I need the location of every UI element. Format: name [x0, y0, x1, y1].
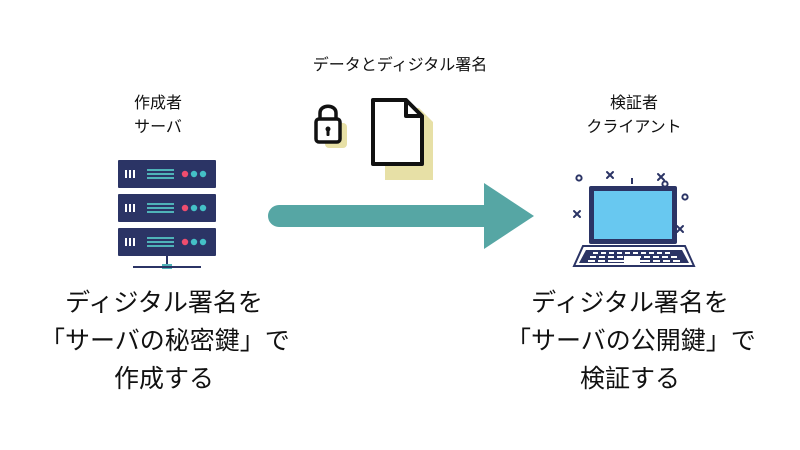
creator-name-label: サーバ — [134, 117, 182, 136]
document-icon — [371, 98, 433, 180]
verifier-description-line-2: 「サーバの公開鍵」で — [506, 326, 756, 355]
creator-description-line-2: 「サーバの秘密鍵」で — [40, 326, 290, 355]
verifier-description-line-3: 検証する — [579, 364, 680, 393]
laptop-icon — [572, 171, 696, 267]
creator-role-label: 作成者 — [133, 93, 182, 112]
lock-icon — [314, 104, 347, 148]
arrow-right-icon — [268, 183, 534, 249]
creator-description: ディジタル署名を 「サーバの秘密鍵」で 作成する — [40, 284, 290, 398]
data-signature-icon-group — [314, 98, 433, 180]
creator-description-line-1: ディジタル署名を — [65, 288, 263, 317]
server-icon — [118, 160, 216, 269]
verifier-name-label: クライアント — [586, 117, 682, 136]
data-signature-label: データとディジタル署名 — [312, 55, 488, 74]
verifier-description-line-1: ディジタル署名を — [531, 288, 729, 317]
creator-description-line-3: 作成する — [113, 364, 214, 393]
verifier-role-label: 検証者 — [609, 93, 658, 112]
verifier-description: ディジタル署名を 「サーバの公開鍵」で 検証する — [506, 284, 756, 398]
